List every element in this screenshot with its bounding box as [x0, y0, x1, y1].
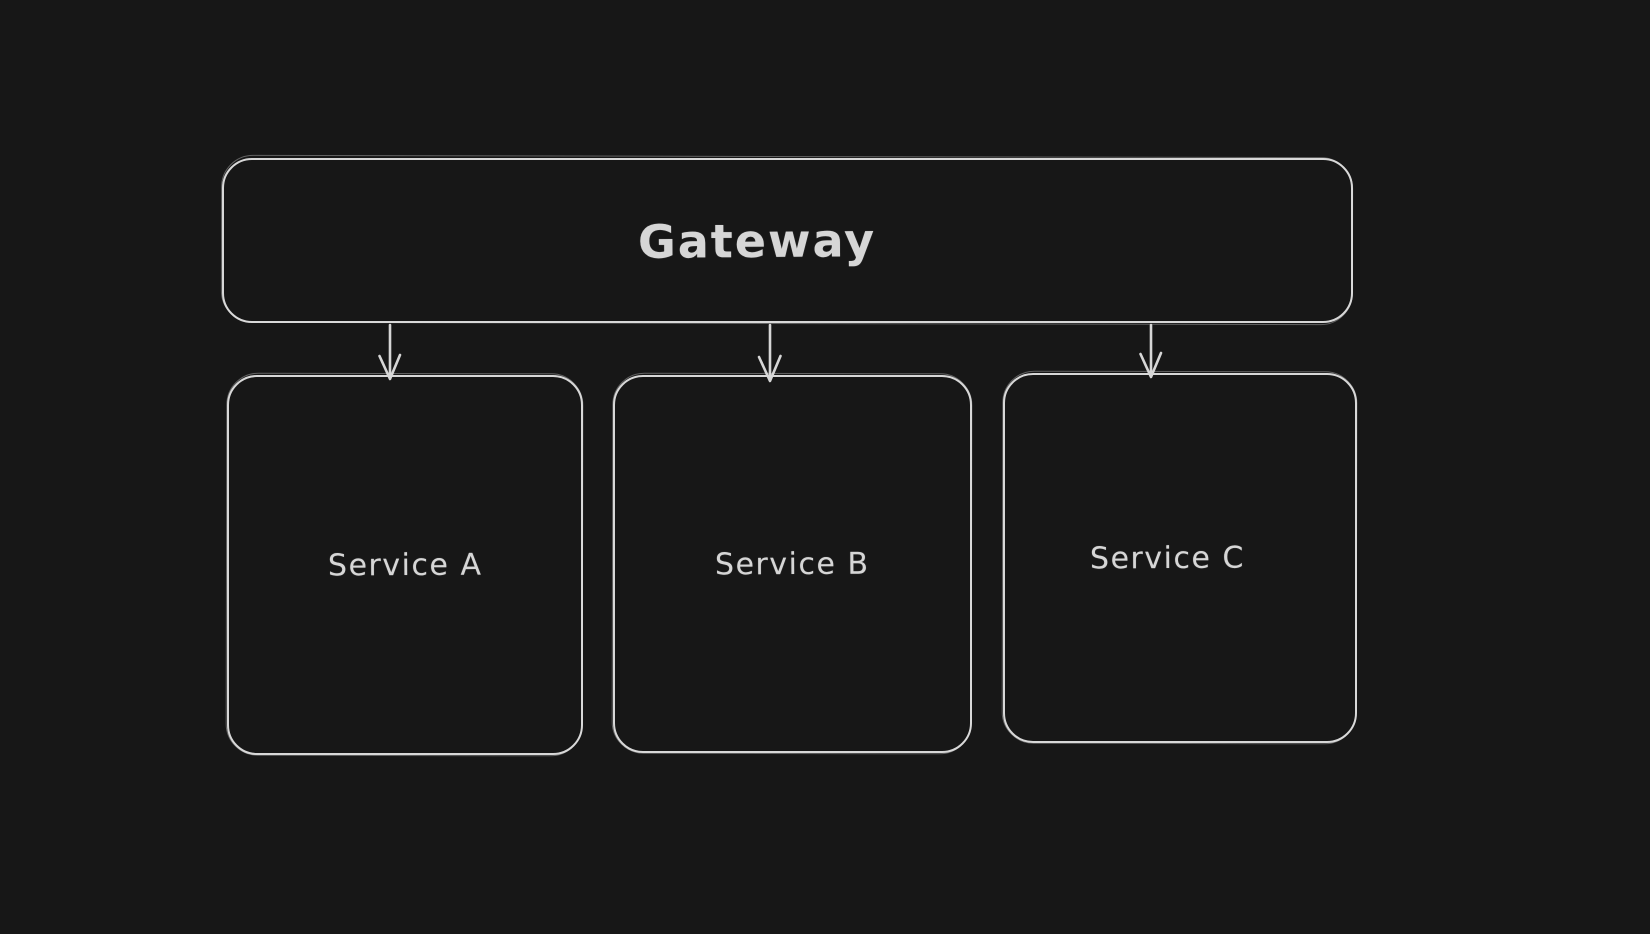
arrow-gateway-to-service-a[interactable] — [372, 323, 408, 383]
gateway-node[interactable]: Gateway — [222, 158, 1353, 323]
service-a-label: Service A — [327, 547, 483, 583]
service-c-label: Service C — [1089, 540, 1245, 576]
service-a-node[interactable]: Service A — [227, 375, 583, 755]
gateway-label: Gateway — [638, 212, 877, 269]
service-b-node[interactable]: Service B — [613, 375, 972, 753]
service-b-label: Service B — [715, 546, 870, 582]
arrow-gateway-to-service-b[interactable] — [752, 323, 788, 383]
service-c-node[interactable]: Service C — [1003, 373, 1357, 743]
